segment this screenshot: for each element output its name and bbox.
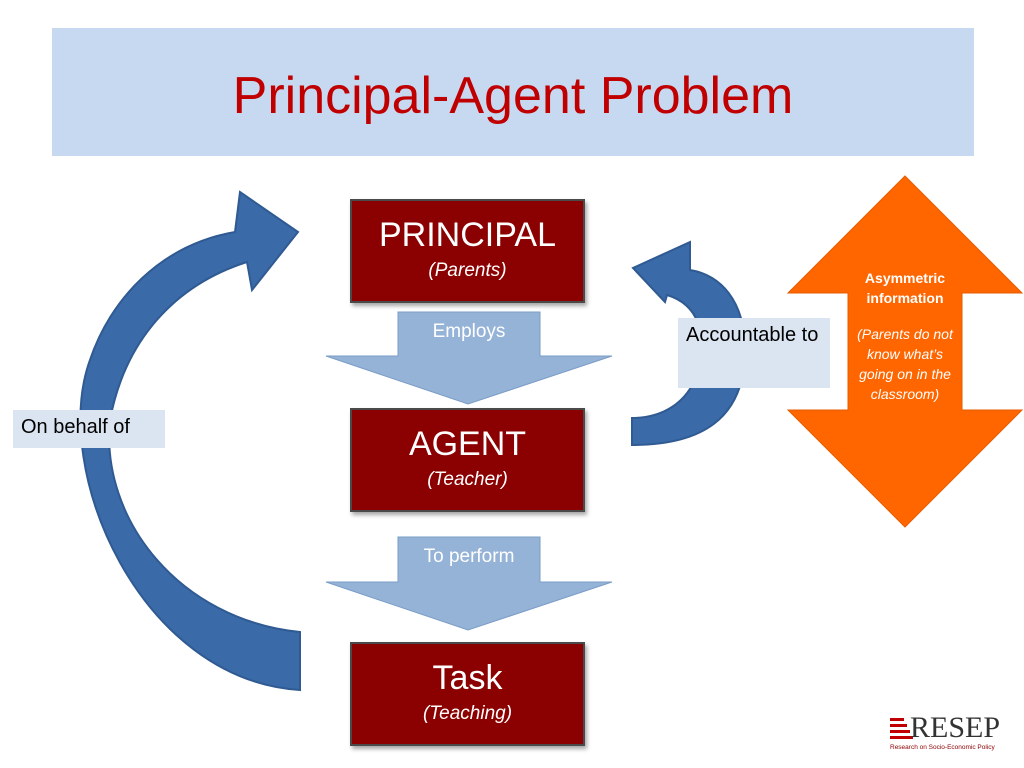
title-band: Principal-Agent Problem	[52, 28, 974, 156]
page-title: Principal-Agent Problem	[232, 67, 794, 125]
employs-label: Employs	[432, 321, 506, 342]
to-perform-down-arrow	[325, 536, 613, 631]
principal-label: PRINCIPAL	[379, 216, 556, 254]
task-label: Task	[432, 659, 503, 697]
on-behalf-of-curved-arrow	[79, 190, 301, 692]
logo-name: RESEP	[910, 711, 1001, 744]
asymmetric-info-text: Asymmetric information (Parents do not k…	[848, 268, 962, 404]
agent-label: AGENT	[408, 425, 527, 463]
to-perform-label: To perform	[423, 546, 515, 567]
employs-down-arrow	[325, 311, 613, 405]
asymmetric-heading: Asymmetric information	[864, 270, 946, 306]
on-behalf-of-label: On behalf of	[13, 410, 165, 448]
principal-sub: (Parents)	[428, 260, 507, 281]
asymmetric-up-down-arrow	[786, 175, 1024, 528]
resep-logo: RESEP Research on Socio-Economic Policy	[888, 712, 1018, 752]
agent-sub: (Teacher)	[427, 469, 508, 490]
logo-tagline: Research on Socio-Economic Policy	[890, 744, 995, 751]
accountable-to-label: Accountable to	[678, 318, 830, 388]
task-box: Task (Teaching)	[350, 642, 585, 746]
agent-box: AGENT (Teacher)	[350, 408, 585, 512]
task-sub: (Teaching)	[422, 703, 513, 724]
accountable-curved-arrow	[631, 240, 747, 447]
asymmetric-note: (Parents do not know what’s going on in …	[857, 326, 953, 402]
principal-box: PRINCIPAL (Parents)	[350, 199, 585, 303]
